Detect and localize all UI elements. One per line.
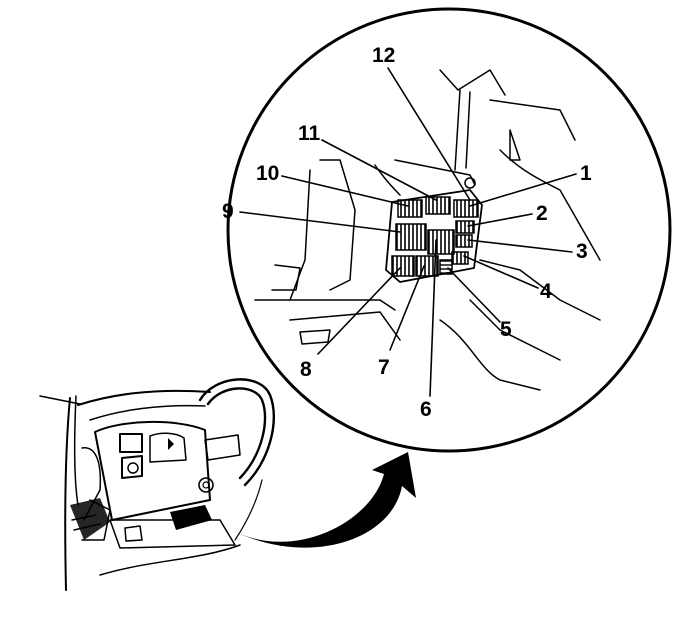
callout-5: 5 [500,318,512,341]
callout-2: 2 [536,202,548,225]
callout-10: 10 [256,162,279,185]
detail-magnifier [226,7,672,453]
relay-block [385,189,483,283]
callout-11: 11 [298,122,321,145]
leader-lines [239,67,577,397]
relay-4 [451,251,469,265]
callout-7: 7 [378,356,390,379]
relay-1 [453,199,479,218]
relay-block-thumbnail [170,505,212,530]
callout-12: 12 [372,44,395,67]
relay-5 [439,259,453,275]
relay-2 [455,220,475,234]
relay-3 [455,234,473,248]
relay-11 [425,196,451,215]
relay-10 [397,199,423,218]
callout-4: 4 [540,280,552,303]
dashboard-view [39,378,276,591]
callout-1: 1 [580,162,592,185]
callout-8: 8 [300,358,312,381]
callout-6: 6 [420,398,432,421]
relay-6 [427,229,455,255]
callout-labels: 12 11 10 9 1 2 3 4 5 6 7 8 [222,44,592,421]
curved-arrow-icon [238,452,416,548]
callout-3: 3 [576,240,588,263]
relay-9 [395,223,427,251]
callout-9: 9 [222,200,234,223]
